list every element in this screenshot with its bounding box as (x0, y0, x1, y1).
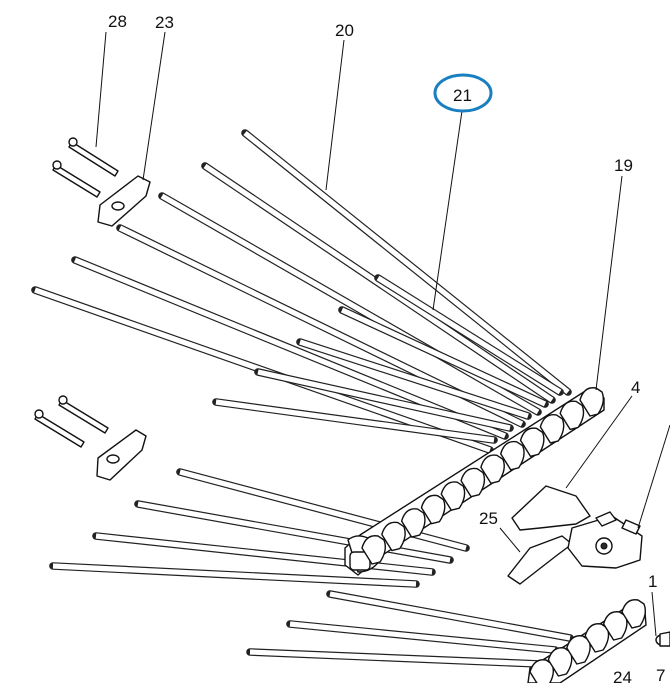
upper-manifold-bar (344, 387, 605, 576)
valve-assembly (507, 485, 643, 585)
rod (241, 129, 572, 396)
manifold-clamp (480, 454, 505, 484)
callout-4: 4 (631, 378, 640, 397)
rod (71, 256, 509, 440)
rod (201, 162, 556, 404)
lower-manifold-bar (527, 599, 647, 683)
rod (296, 338, 532, 420)
callout-23: 23 (155, 13, 174, 32)
rod (49, 562, 420, 588)
manifold-clamps (361, 387, 605, 565)
callout-20: 20 (335, 21, 354, 40)
rod (246, 648, 544, 668)
callout-28: 28 (108, 12, 127, 31)
manifold-clamp (460, 467, 486, 498)
bolt-pair-lower (34, 395, 109, 448)
callout-7: 7 (656, 666, 665, 683)
callout-24: 24 (613, 668, 632, 683)
leader-lines (95, 31, 670, 637)
rod (212, 398, 498, 444)
rod (158, 192, 542, 416)
bracket-lower (96, 429, 147, 481)
rod (338, 306, 549, 408)
bolt-pair-upper (52, 137, 119, 198)
manifold-clamp (539, 413, 565, 444)
manifold-clamp (500, 440, 525, 471)
rod (134, 500, 454, 564)
callout-19: 19 (614, 156, 633, 175)
callout-21: 21 (453, 86, 472, 105)
callout-25: 25 (479, 509, 498, 528)
manifold-clamp (621, 599, 647, 629)
manifold-clamp (361, 535, 387, 565)
rod (286, 620, 559, 654)
manifold-clamp (579, 387, 605, 417)
manifold-clamp (381, 521, 406, 552)
callout-highlight-ring (433, 73, 493, 113)
manifold-clamp (519, 427, 545, 458)
manifold-clamp (400, 508, 426, 538)
rod (374, 274, 564, 396)
rod (92, 532, 436, 576)
bracket-upper (97, 175, 151, 227)
rod (254, 368, 514, 432)
rod (326, 590, 574, 642)
manifold-clamp (559, 400, 585, 431)
lower-manifold-clamps (529, 599, 647, 683)
manifold-clamp (420, 494, 446, 525)
callout-1: 1 (648, 572, 657, 591)
manifold-clamp (440, 481, 466, 511)
small-fitting (655, 631, 670, 647)
